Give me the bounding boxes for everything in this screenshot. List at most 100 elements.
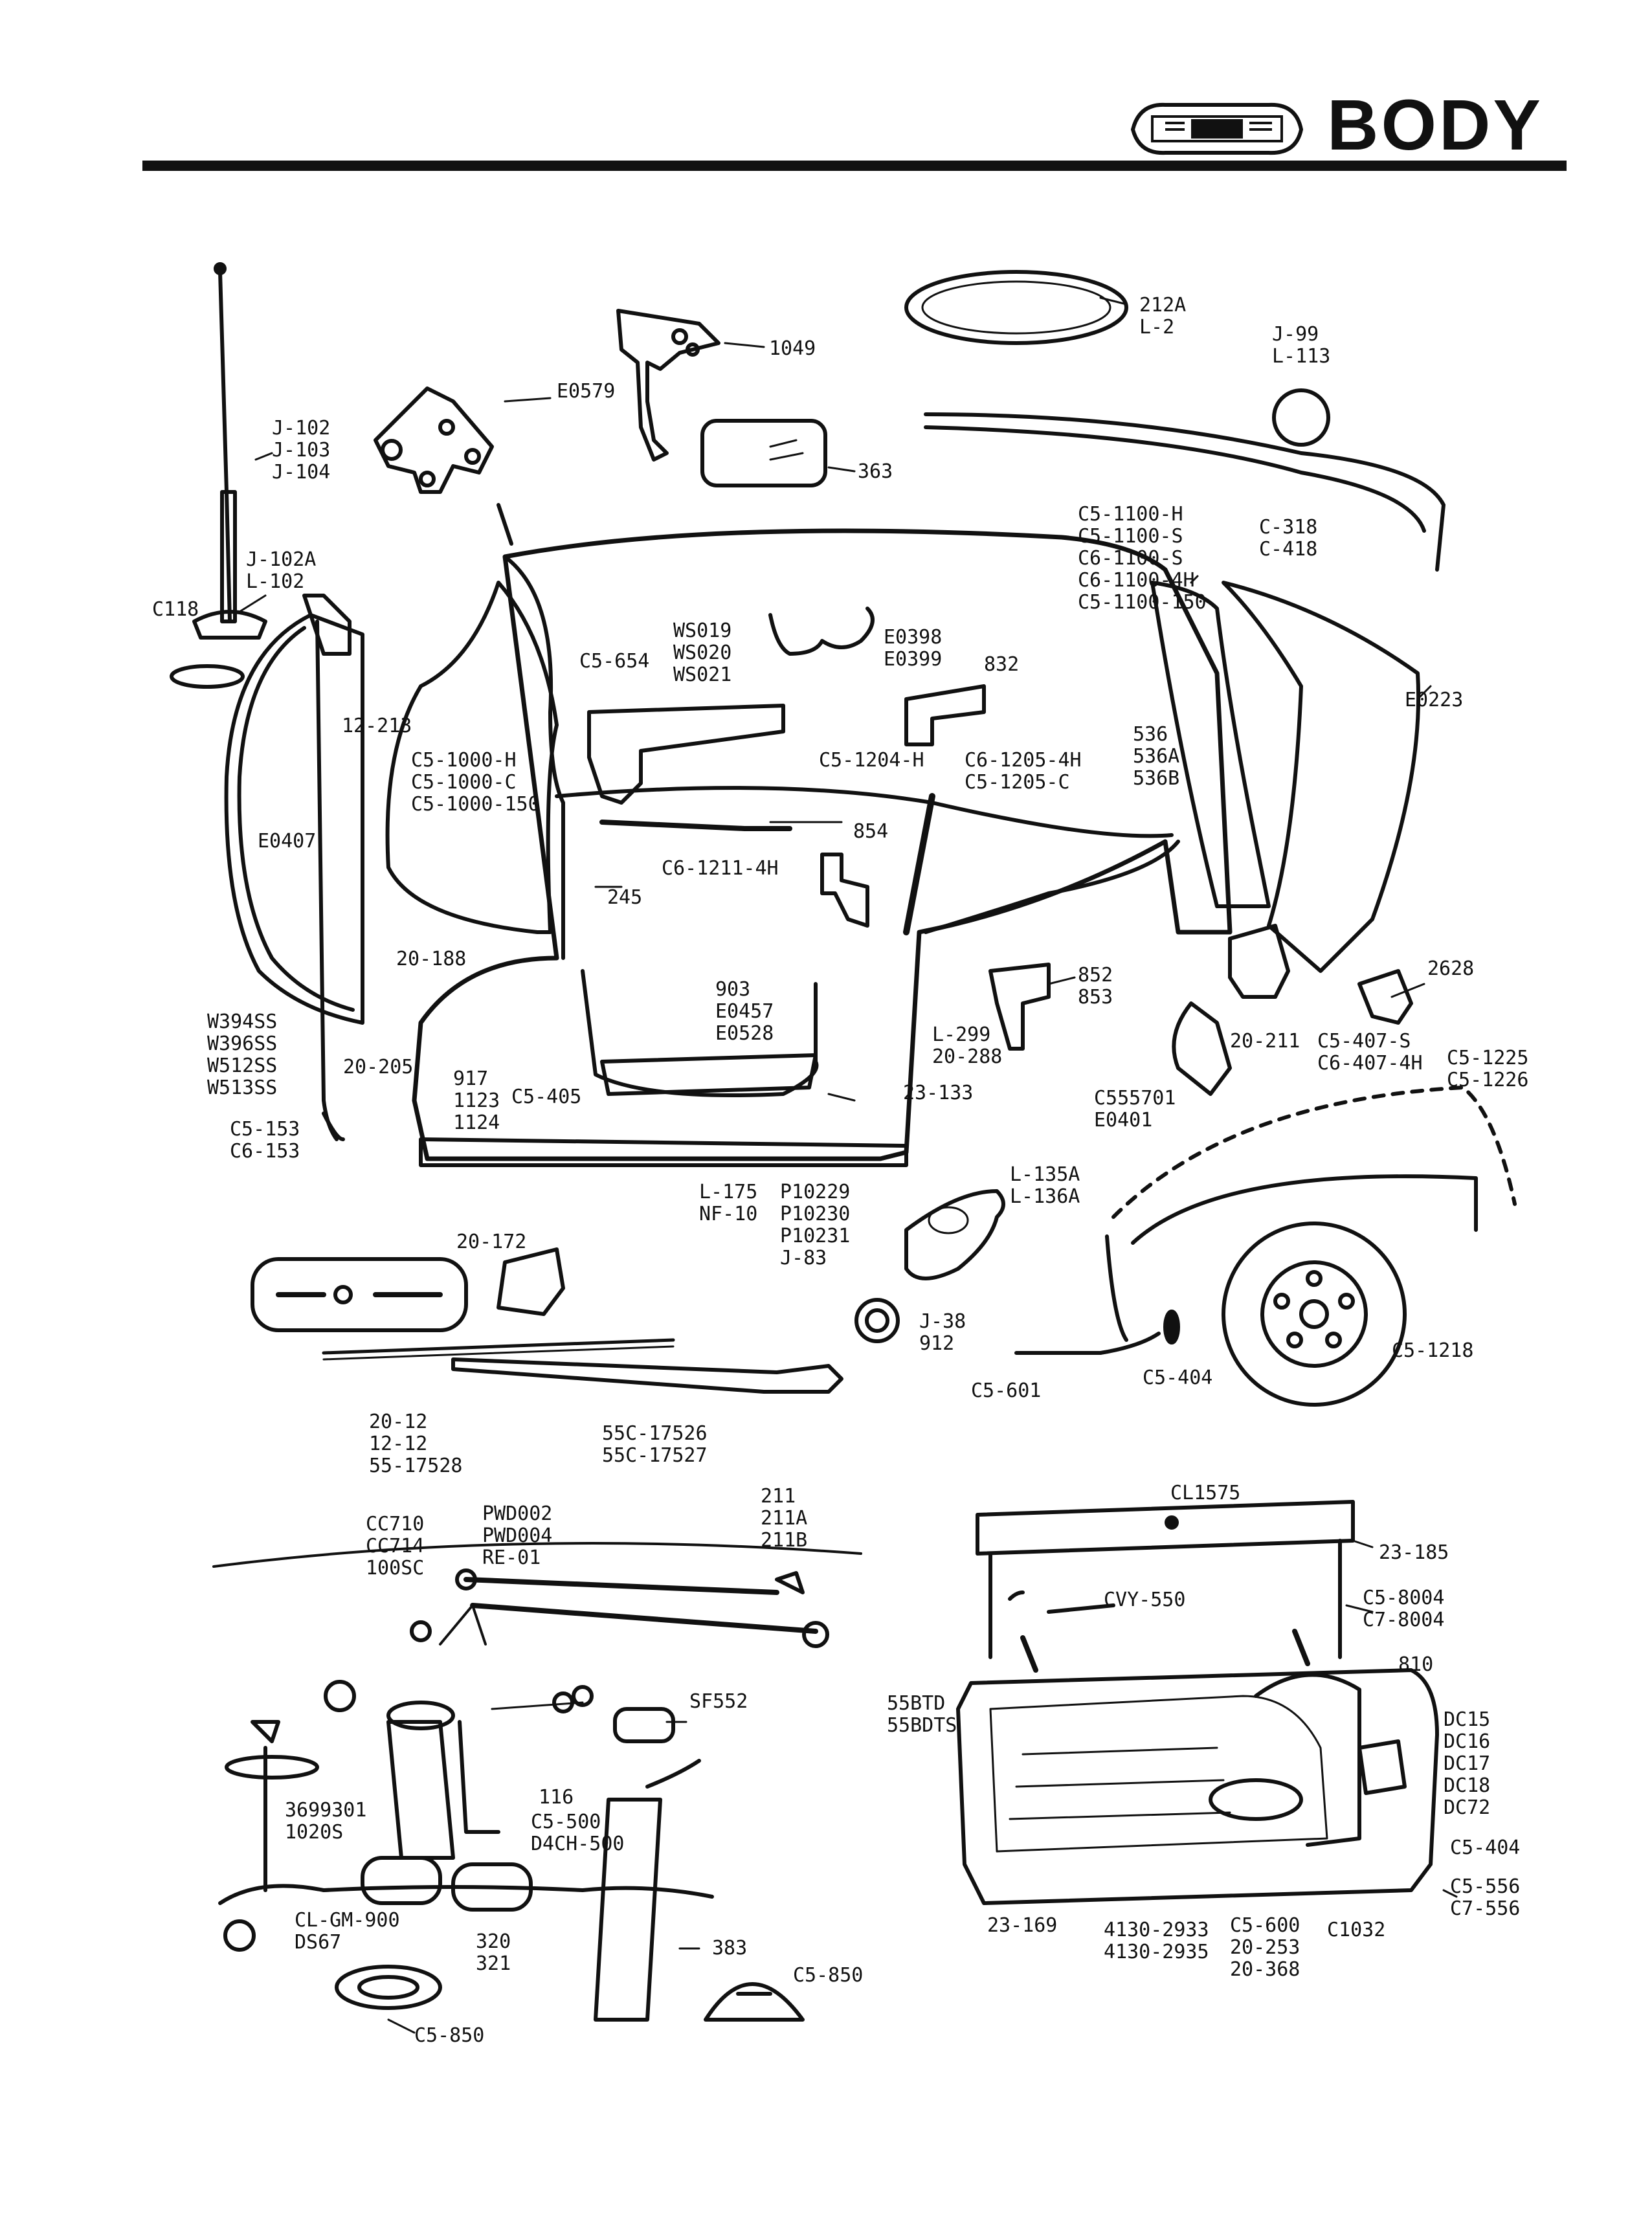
callout-854: 854 (853, 820, 889, 843)
callout-c1032: C1032 (1327, 1919, 1386, 1941)
callout-116: 116 (539, 1786, 574, 1809)
hood-latch-drawing (616, 309, 720, 462)
callout-20172: 20-172 (456, 1231, 527, 1253)
callout-c5654: C5-654 (579, 650, 650, 673)
callout-sf552: SF552 (689, 1690, 748, 1713)
antenna-drawing (170, 262, 267, 689)
callout-c61211: C6-1211-4H (662, 857, 779, 880)
callout-c5601: C5-601 (971, 1379, 1042, 1402)
leader-lines (238, 296, 1458, 2034)
part-20211-drawing (1228, 924, 1290, 999)
block-832-drawing (904, 684, 986, 746)
trunk-hinge-drawing (374, 386, 513, 546)
page-title: BODY (1327, 85, 1543, 165)
callout-e0407: E0407 (258, 830, 317, 853)
callout-23185: 23-185 (1379, 1541, 1449, 1564)
callout-c5850b: C5-850 (414, 2024, 485, 2047)
part-c555701-drawing (1172, 1001, 1232, 1096)
callout-363: 363 (858, 460, 893, 483)
housing-l135-drawing (904, 1189, 1005, 1280)
chevrolet-bowtie-logo (1130, 102, 1304, 155)
bracket-c5654-drawing (587, 704, 785, 805)
callout-12213: 12-213 (342, 715, 412, 737)
callout-20205: 20-205 (343, 1056, 414, 1078)
handle-clip-drawing (497, 1247, 565, 1316)
callout-e0579: E0579 (557, 380, 616, 403)
wiper-drawing (322, 1338, 843, 1394)
callout-810: 810 (1398, 1653, 1434, 1676)
callout-23169: 23-169 (987, 1914, 1058, 1937)
callout-245: 245 (607, 886, 643, 909)
latch-854-drawing (820, 853, 869, 928)
callout-832: 832 (984, 653, 1020, 676)
plug-j99-drawing (1272, 388, 1330, 447)
handle-plate-drawing (251, 1257, 468, 1332)
callout-c51204: C5-1204-H (819, 749, 924, 772)
wiper-linkage-drawing (212, 1542, 862, 1860)
callout-23133: 23-133 (903, 1082, 974, 1104)
handle-852-drawing (988, 963, 1051, 1051)
callout-cvy: CVY-550 (1104, 1589, 1186, 1611)
header-rule (142, 161, 1567, 171)
fender-wheel-drawing (1014, 1086, 1517, 1407)
quarter-glass-drawing (1150, 581, 1271, 908)
car-body-drawing (385, 528, 1233, 1167)
callout-20188: 20-188 (396, 948, 467, 970)
dome-light-drawing (904, 270, 1128, 345)
callout-c5405: C5-405 (511, 1086, 582, 1108)
grommet-j38-drawing (854, 1298, 900, 1343)
weatherstrip-clips-drawing (768, 607, 875, 656)
callout-c5404a: C5-404 (1143, 1367, 1213, 1389)
callout-c51218: C5-1218 (1392, 1339, 1474, 1362)
callout-c118: C118 (152, 598, 199, 621)
mirror-drawing (700, 419, 827, 487)
callout-1049: 1049 (769, 337, 816, 360)
callout-383: 383 (712, 1937, 748, 1959)
callout-cl1575: CL1575 (1170, 1482, 1241, 1504)
part-2628-drawing (1357, 969, 1413, 1025)
trim-strip-drawing (599, 820, 792, 831)
callout-e0223: E0223 (1405, 689, 1464, 711)
callout-20211: 20-211 (1230, 1030, 1300, 1053)
callout-c5404b: C5-404 (1450, 1836, 1521, 1859)
door-glass-channel-drawing (224, 613, 364, 1025)
